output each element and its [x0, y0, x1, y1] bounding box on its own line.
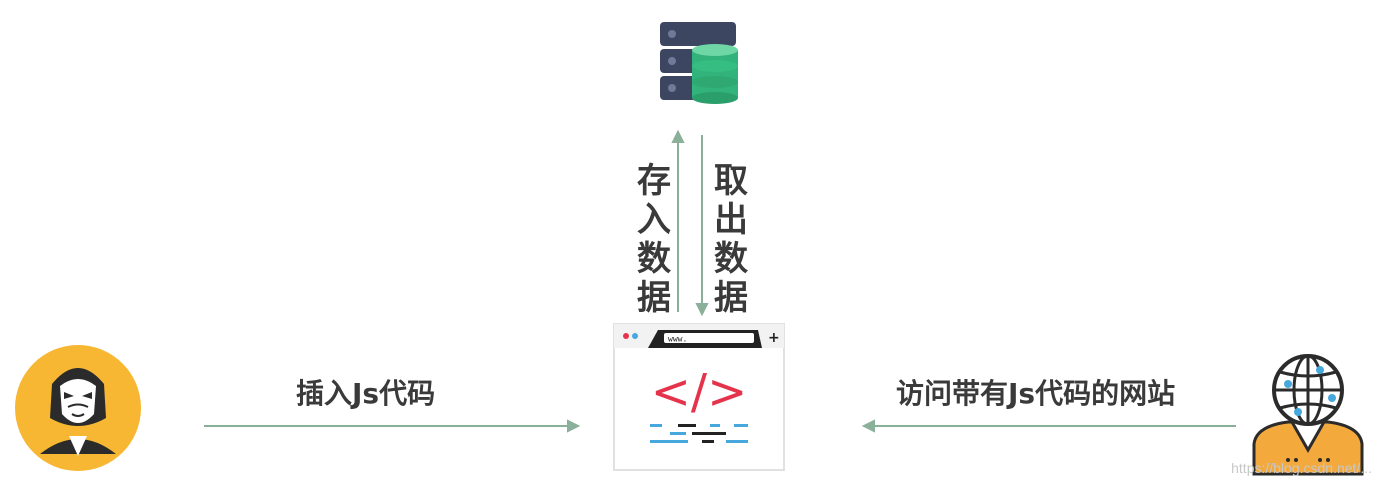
visit-arrowhead: [861, 419, 875, 433]
code-lines: [650, 424, 748, 443]
browser-code-icon: www. + </>: [613, 323, 785, 471]
window-min-dot: [632, 333, 638, 339]
mask-face: [60, 379, 96, 423]
watermark: https://blog.csdn.net/...: [1231, 460, 1372, 476]
inject-arrowhead: [567, 419, 581, 433]
inject-js-label: 插入Js代码: [296, 377, 436, 410]
store-data-label: 存入数据: [637, 161, 671, 318]
address-text: www.: [668, 335, 687, 344]
fetch-data-label: 取出数据: [714, 161, 748, 318]
new-tab-icon: +: [768, 330, 780, 346]
store-data-arrowhead: [671, 129, 685, 143]
server-database-icon: [660, 22, 738, 104]
fetch-data-arrowhead: [695, 303, 709, 317]
hacker-anonymous-icon: [15, 345, 141, 471]
user-globe-icon: [1252, 354, 1364, 476]
window-close-dot: [623, 333, 629, 339]
code-symbol: </>: [651, 364, 748, 420]
address-bar: [664, 333, 754, 343]
visit-site-label: 访问带有Js代码的网站: [896, 377, 1176, 410]
